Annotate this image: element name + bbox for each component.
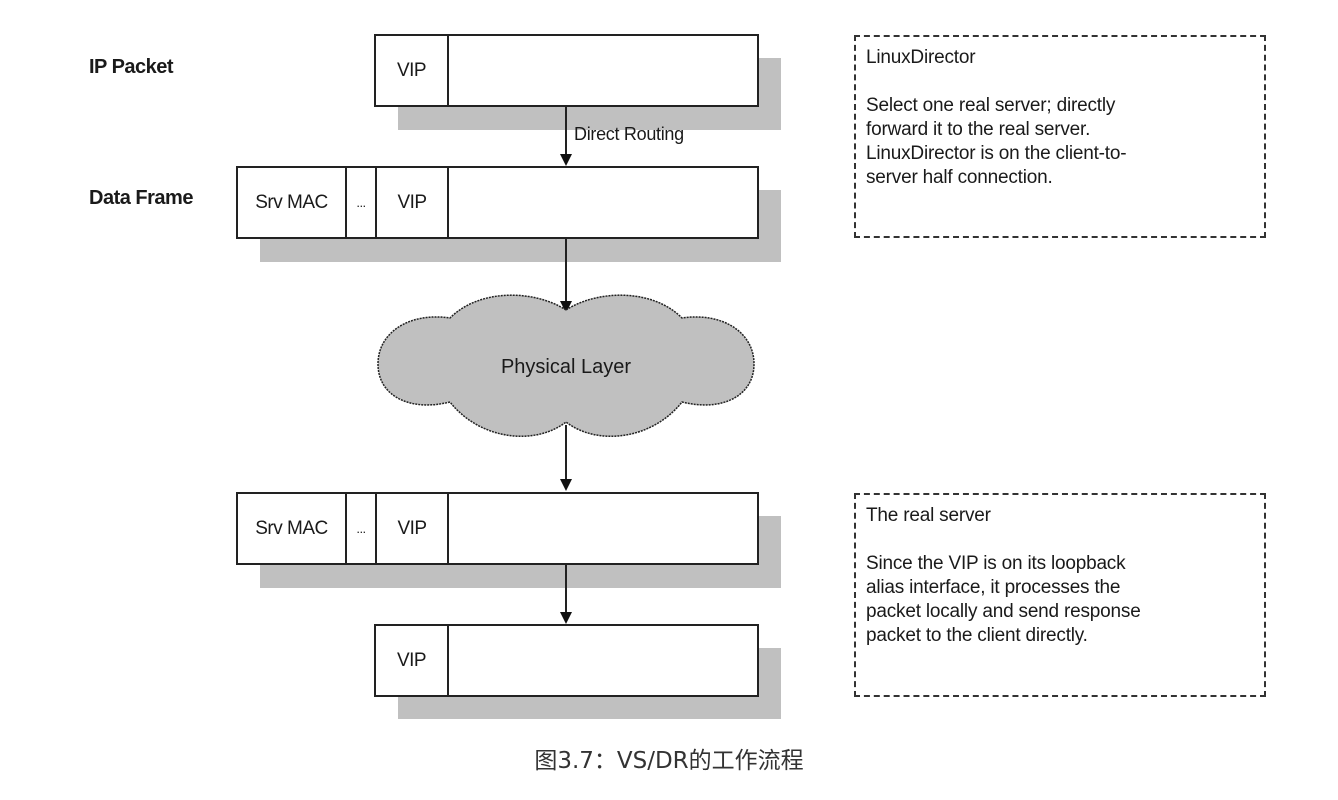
vip-field: VIP xyxy=(376,626,449,695)
srv-mac-field: Srv MAC xyxy=(238,494,347,563)
physical-layer-label: Physical Layer xyxy=(500,356,632,378)
note-title: LinuxDirector xyxy=(866,47,976,68)
payload-field xyxy=(449,626,757,695)
ip-packet-box: VIP xyxy=(374,34,759,107)
ip-packet-label: IP Packet xyxy=(89,56,174,78)
payload-field xyxy=(449,36,757,105)
srv-mac-field: Srv MAC xyxy=(238,168,347,237)
arrow-head-icon xyxy=(560,154,572,166)
received-ip-packet-box: VIP xyxy=(374,624,759,697)
ellipsis-field: ... xyxy=(347,494,377,563)
figure-caption: 图3.7：VS/DR的工作流程 xyxy=(534,748,804,774)
vip-field: VIP xyxy=(377,494,449,563)
arrow-head-icon xyxy=(560,612,572,624)
cloud-icon xyxy=(377,294,755,437)
note-body: Select one real server; directly forward… xyxy=(866,95,1127,188)
ellipsis-field: ... xyxy=(347,168,377,237)
direct-routing-label: Direct Routing xyxy=(574,124,684,144)
data-frame-label: Data Frame xyxy=(89,187,193,209)
payload-field xyxy=(449,494,757,563)
data-frame-box: Srv MAC ... VIP xyxy=(236,166,759,239)
note-title: The real server xyxy=(866,505,991,526)
note-body: Since the VIP is on its loopback alias i… xyxy=(866,553,1141,646)
payload-field xyxy=(449,168,757,237)
arrow-line xyxy=(565,425,567,480)
linux-director-note: LinuxDirector Select one real server; di… xyxy=(854,35,1266,238)
arrow-line xyxy=(565,239,567,301)
real-server-note: The real server Since the VIP is on its … xyxy=(854,493,1266,697)
arrow-line xyxy=(565,565,567,613)
arrow-line xyxy=(565,107,567,155)
arrow-head-icon xyxy=(560,479,572,491)
physical-layer-cloud: Physical Layer xyxy=(370,290,762,445)
received-frame-box: Srv MAC ... VIP xyxy=(236,492,759,565)
vip-field: VIP xyxy=(377,168,449,237)
vip-field: VIP xyxy=(376,36,449,105)
